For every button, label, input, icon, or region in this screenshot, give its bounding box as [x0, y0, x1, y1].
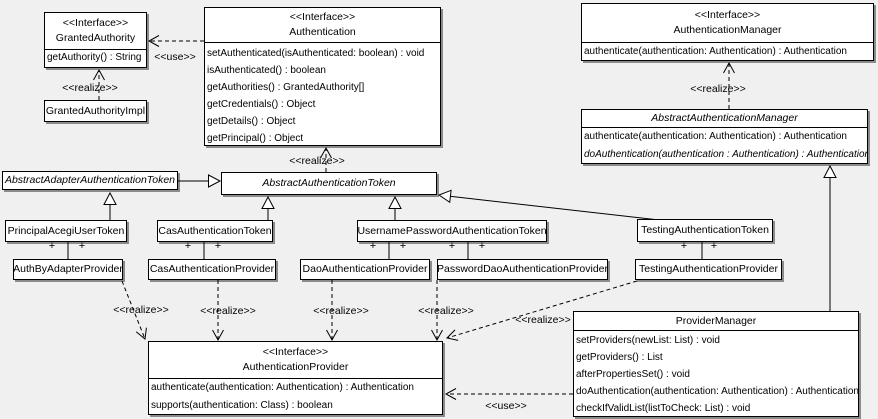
class-password-dao-authentication-provider[interactable]: PasswordDaoAuthenticationProvider	[437, 259, 608, 280]
class-name: AbstractAdapterAuthenticationToken	[4, 174, 176, 186]
realize-edge-label: <<realize>>	[62, 82, 118, 94]
class-name: UsernamePasswordAuthenticationToken	[357, 224, 547, 237]
class-principal-acegi-user-token[interactable]: PrincipalAcegiUserToken	[5, 220, 127, 242]
class-name: CasAuthenticationProvider	[149, 263, 275, 275]
class-authentication-provider[interactable]: <<Interface>> AuthenticationProvider aut…	[148, 341, 443, 415]
association-plus: +	[478, 240, 486, 252]
class-name: AuthenticationProvider	[242, 361, 349, 373]
class-name: GrantedAuthorityImpl	[45, 104, 146, 117]
use-edge-label: <<use>>	[154, 51, 196, 63]
association-plus: +	[710, 240, 718, 252]
method: getDetails() : Object	[207, 116, 296, 127]
use-edge-label: <<use>>	[485, 400, 527, 412]
method: setProviders(newList: List) : void	[576, 335, 720, 346]
realize-edge-label: <<realize>>	[113, 304, 169, 316]
association-plus: +	[448, 240, 456, 252]
class-abstract-adapter-authentication-token[interactable]: AbstractAdapterAuthenticationToken	[2, 171, 178, 190]
method: isAuthenticated() : boolean	[207, 65, 326, 76]
class-name: PasswordDaoAuthenticationProvider	[437, 263, 608, 275]
method: afterPropertiesSet() : void	[576, 369, 690, 380]
method: doAuthentication(authentication : Authen…	[584, 149, 867, 160]
method: getProviders() : List	[576, 352, 663, 363]
class-granted-authority-impl[interactable]: GrantedAuthorityImpl	[44, 100, 147, 122]
realize-edge-label: <<realize>>	[418, 305, 474, 317]
class-name: AbstractAuthenticationManager	[651, 112, 798, 124]
association-plus: +	[78, 240, 86, 252]
class-abstract-authentication-token[interactable]: AbstractAuthenticationToken	[221, 172, 437, 195]
realize-edge-label: <<realize>>	[200, 305, 256, 317]
class-name: DaoAuthenticationProvider	[302, 263, 428, 275]
method: authenticate(authentication: Authenticat…	[584, 131, 847, 142]
stereotype-label: <<Interface>>	[289, 11, 356, 23]
method: setAuthenticated(isAuthenticated: boolea…	[207, 48, 425, 59]
class-provider-manager[interactable]: ProviderManager setProviders(newList: Li…	[573, 311, 859, 417]
stereotype-label: <<Interface>>	[62, 17, 129, 29]
realize-edge-label: <<realize>>	[690, 83, 746, 95]
class-cas-authentication-token[interactable]: CasAuthenticationToken	[157, 220, 273, 242]
class-testing-authentication-provider[interactable]: TestingAuthenticationProvider	[635, 259, 782, 280]
class-name: PrincipalAcegiUserToken	[7, 224, 125, 237]
association-plus: +	[680, 240, 688, 252]
method: getAuthority() : String	[47, 52, 142, 63]
class-name: CasAuthenticationToken	[158, 224, 272, 237]
association-plus: +	[399, 240, 407, 252]
realize-edge-label: <<realize>>	[515, 314, 571, 326]
class-dao-authentication-provider[interactable]: DaoAuthenticationProvider	[300, 259, 430, 280]
class-name: GrantedAuthority	[55, 32, 136, 44]
stereotype-label: <<Interface>>	[694, 9, 761, 21]
class-name: AuthByAdapterProvider	[13, 263, 123, 275]
method: authenticate(authentication: Authenticat…	[584, 46, 847, 57]
class-name: Authentication	[289, 26, 356, 38]
stereotype-label: <<Interface>>	[262, 346, 329, 358]
class-name: TestingAuthenticationProvider	[639, 263, 778, 275]
class-granted-authority[interactable]: <<Interface>> GrantedAuthority getAuthor…	[44, 12, 147, 68]
class-auth-by-adapter-provider[interactable]: AuthByAdapterProvider	[13, 259, 123, 280]
method: authenticate(authentication: Authenticat…	[151, 382, 414, 393]
class-name: AuthenticationManager	[673, 24, 782, 36]
class-testing-authentication-token[interactable]: TestingAuthenticationToken	[637, 219, 773, 242]
class-authentication-manager[interactable]: <<Interface>> AuthenticationManager auth…	[581, 3, 874, 61]
association-plus: +	[48, 240, 56, 252]
class-name: ProviderManager	[675, 314, 757, 327]
realize-testing-to-provider-interface	[446, 280, 638, 341]
association-plus: +	[369, 240, 377, 252]
method: getPrincipal() : Object	[207, 133, 304, 144]
class-cas-authentication-provider[interactable]: CasAuthenticationProvider	[148, 259, 276, 280]
association-plus: +	[214, 240, 222, 252]
method: checkIfValidList(listToCheck: List) : vo…	[576, 403, 751, 414]
realize-edge-label: <<realize>>	[289, 155, 345, 167]
association-plus: +	[184, 240, 192, 252]
realize-edge-label: <<realize>>	[313, 305, 369, 317]
method: supports(authentication: Class) : boolea…	[151, 400, 333, 411]
class-name: TestingAuthenticationToken	[641, 224, 769, 236]
method: getCredentials() : Object	[207, 99, 316, 110]
method: getAuthorities() : GrantedAuthority[]	[207, 82, 365, 93]
class-name: AbstractAuthenticationToken	[262, 177, 396, 189]
class-username-password-authentication-token[interactable]: UsernamePasswordAuthenticationToken	[357, 220, 547, 242]
class-abstract-authentication-manager[interactable]: AbstractAuthenticationManager authentica…	[581, 109, 868, 164]
generalization-testing-token-to-abstract-token	[437, 189, 669, 222]
realize-authbyadapter-to-provider-interface	[121, 280, 147, 340]
class-authentication[interactable]: <<Interface>> Authentication setAuthenti…	[204, 7, 441, 146]
method: doAuthentication(authentication: Authent…	[576, 386, 858, 397]
